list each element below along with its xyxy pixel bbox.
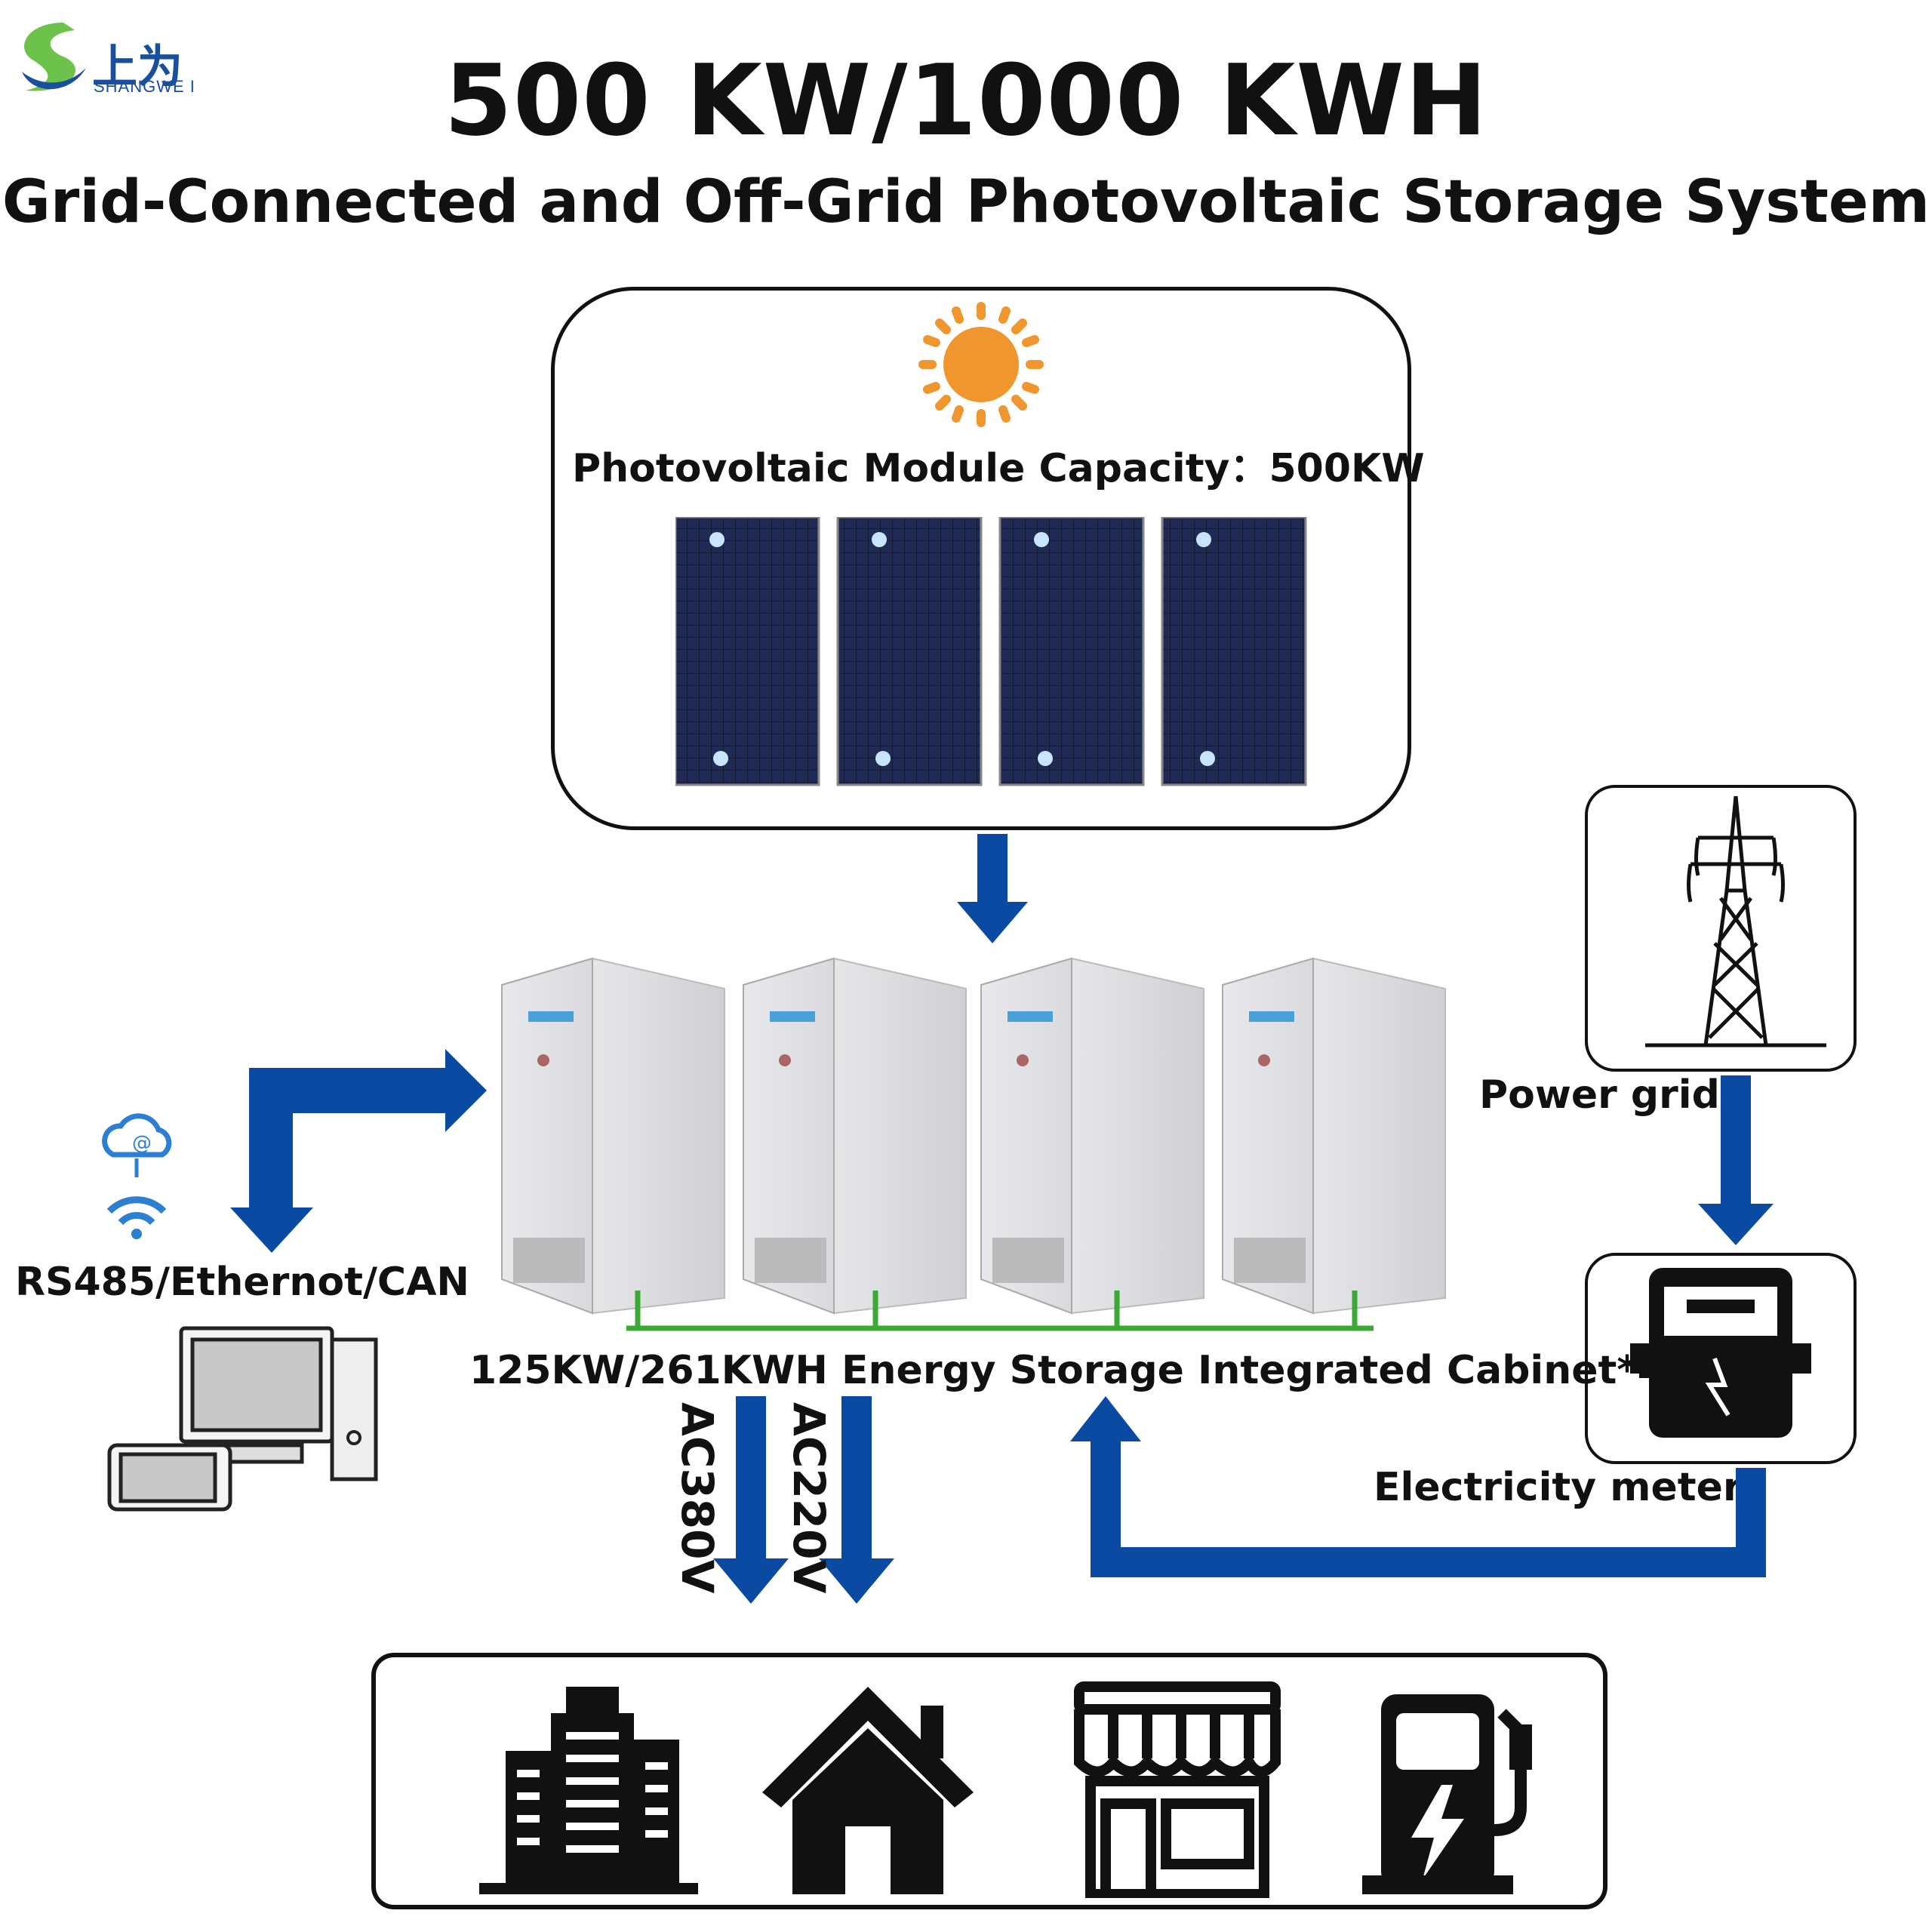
cabinet-4-icon [1222, 957, 1446, 1315]
logo [11, 15, 184, 98]
logo-swoosh-icon [22, 23, 86, 91]
loads-icons [479, 1681, 1532, 1898]
cabinet-1-icon [501, 957, 725, 1315]
pv-to-cabinet-arrow [957, 834, 1028, 943]
loads-box [371, 1653, 1607, 1909]
cloud-wifi-icon: @ [102, 1113, 172, 1239]
solar-panel-3-icon [998, 517, 1145, 786]
page-title: 500 KW/1000 KWH [444, 43, 1488, 158]
comm-arrow [230, 1049, 487, 1253]
cabinet-2-icon [743, 957, 967, 1315]
comm-protocol-label: RS485/Ethernot/CAN [15, 1260, 469, 1305]
power-grid-label: Power grid [1479, 1072, 1720, 1118]
svg-text:@: @ [132, 1132, 152, 1155]
transmission-tower-icon [1645, 795, 1826, 1048]
ac380v-label: AC380V [672, 1402, 723, 1594]
page-subtitle: Grid-Connected and Off-Grid Photovoltaic… [2, 168, 1930, 236]
solar-panels [675, 517, 1307, 786]
house-icon [762, 1687, 974, 1894]
green-bus-line [626, 1291, 1374, 1331]
cabinet-3-icon [980, 957, 1204, 1315]
solar-panel-1-icon [675, 517, 820, 786]
office-building-icon [479, 1687, 698, 1894]
pv-module-box [551, 287, 1411, 830]
logo-en-text: SHANGWE I [94, 77, 195, 96]
sun-icon [918, 302, 1044, 427]
solar-panel-2-icon [836, 517, 983, 786]
pv-capacity-label: Photovoltaic Module Capacity：500KW [572, 446, 1425, 491]
power-grid-box [1585, 785, 1857, 1072]
ac220v-label: AC220V [783, 1402, 835, 1594]
logo-cn-text: 上为 [92, 41, 183, 94]
ac380v-arrow [713, 1396, 789, 1604]
electricity-meter-label: Electricity meter [1374, 1465, 1743, 1510]
solar-panel-4-icon [1161, 517, 1307, 786]
energy-storage-cabinets [501, 957, 1446, 1315]
computer-terminal-icon [107, 1326, 378, 1512]
shop-icon [1074, 1681, 1281, 1898]
cabinet-label: 125KW/261KWH Energy Storage Integrated C… [469, 1348, 1665, 1393]
electricity-meter-icon [1630, 1268, 1811, 1438]
ev-charger-icon [1362, 1694, 1532, 1894]
